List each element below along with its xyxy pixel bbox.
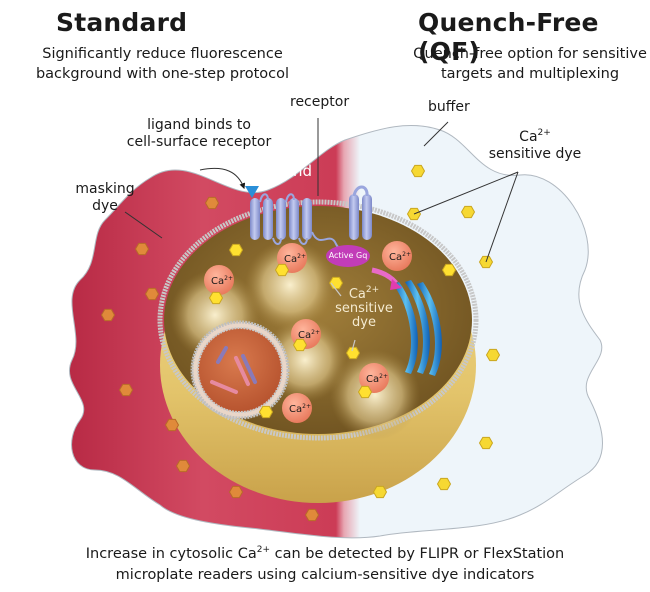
masking-dye-line2: dye bbox=[92, 198, 118, 214]
calcium-ion-icon bbox=[382, 241, 412, 271]
calcium-ion-icon bbox=[204, 265, 234, 295]
masking-dye-line1: masking bbox=[75, 181, 135, 197]
ca-dye-pointer-a bbox=[413, 171, 519, 215]
ca-dye-hexagon-icon bbox=[274, 263, 290, 277]
ligand-pointer bbox=[199, 167, 246, 190]
ligand-icon bbox=[245, 186, 259, 198]
ca-dye-hexagon-icon bbox=[460, 205, 476, 219]
ca-dye-hexagon-icon bbox=[372, 485, 388, 499]
quench-free-title: Quench-Free (QF) bbox=[418, 8, 599, 66]
ca-dye-pointer-b bbox=[485, 171, 519, 263]
buffer-pointer bbox=[423, 121, 449, 147]
ca-dye-hexagon-icon bbox=[258, 405, 274, 419]
masking-dye-hexagon-icon bbox=[164, 418, 180, 432]
ca-dye-hexagon-icon bbox=[357, 385, 373, 399]
active-gq bbox=[326, 245, 370, 267]
ca-sensitive-dye-inner-label: Ca2+ sensitive dye bbox=[332, 285, 396, 330]
dye-molecules bbox=[100, 164, 501, 522]
standard-subtitle-line1: Significantly reduce fluorescence bbox=[42, 46, 283, 62]
ca-dye-hexagon-icon bbox=[436, 477, 452, 491]
ca-sensitive-dye-inner-line2: sensitive bbox=[335, 301, 393, 316]
inner-dye-pointer-b bbox=[351, 339, 356, 352]
masking-dye-hexagon-icon bbox=[118, 383, 134, 397]
masking-dye-pointer bbox=[124, 211, 163, 239]
ca-dye-hexagon-icon bbox=[410, 164, 426, 178]
ca-sensitive-dye-inner-line1: Ca2+ bbox=[348, 285, 380, 302]
quench-free-subtitle: Quench-free option for sensitive targets… bbox=[410, 44, 650, 84]
quench-free-subtitle-line1: Quench-free option for sensitive bbox=[413, 46, 647, 62]
caption-line2: microplate readers using calcium-sensiti… bbox=[115, 567, 535, 583]
ca-sensitive-dye-outer-line2: sensitive dye bbox=[488, 146, 582, 162]
masking-dye-hexagon-icon bbox=[304, 508, 320, 522]
active-gq-label: Active Gq bbox=[328, 251, 368, 260]
endoplasmic-reticulum bbox=[393, 280, 442, 376]
inner-dye-pointer-a bbox=[330, 282, 342, 297]
cell-membrane bbox=[157, 199, 479, 441]
ca-dye-hexagon-icon bbox=[208, 291, 224, 305]
receptor-7tm-icon bbox=[250, 193, 351, 251]
caption-line1: Increase in cytosolic Ca2+ can be detect… bbox=[85, 545, 565, 563]
masking-dye-hexagon-icon bbox=[175, 459, 191, 473]
masking-dye-label: masking dye bbox=[70, 181, 140, 215]
calcium-ion-icon bbox=[282, 393, 312, 423]
ca-sensitive-dye-outer-label: Ca2+ sensitive dye bbox=[480, 129, 590, 163]
masking-dye-hexagon-icon bbox=[204, 196, 220, 210]
standard-subtitle-line2: background with one-step protocol bbox=[35, 66, 290, 82]
ca-dye-hexagon-icon bbox=[345, 346, 361, 360]
ca-dye-hexagon-icon bbox=[441, 263, 457, 277]
ligand-label: ligand bbox=[266, 162, 313, 180]
ca-dye-hexagon-icon bbox=[292, 338, 308, 352]
buffer-label: buffer bbox=[428, 99, 470, 115]
masking-dye-hexagon-icon bbox=[144, 287, 160, 301]
quench-free-subtitle-line2: targets and multiplexing bbox=[440, 66, 620, 82]
ligand-binds-label: ligand binds to cell-surface receptor bbox=[124, 117, 274, 151]
ca-dye-hexagon-icon bbox=[478, 436, 494, 450]
masking-dye-hexagon-icon bbox=[100, 308, 116, 322]
standard-subtitle: Significantly reduce fluorescence backgr… bbox=[0, 44, 325, 84]
nucleus bbox=[190, 320, 290, 420]
ca-sensitive-dye-outer-line1: Ca2+ bbox=[519, 128, 551, 146]
calcium-ion-icon bbox=[359, 363, 389, 393]
ligand-binds-line2: cell-surface receptor bbox=[126, 134, 272, 150]
standard-title: Standard bbox=[56, 8, 188, 37]
receptor-gq-coupled-icon bbox=[349, 185, 372, 240]
ca-dye-hexagon-icon bbox=[485, 348, 501, 362]
ligand-binds-line1: ligand binds to bbox=[147, 117, 251, 133]
masking-dye-hexagon-icon bbox=[134, 242, 150, 256]
receptor-label: receptor bbox=[290, 94, 350, 110]
ca-sensitive-dye-inner-line3: dye bbox=[352, 315, 376, 330]
ca-dye-hexagon-icon bbox=[228, 243, 244, 257]
dna-icon bbox=[210, 346, 257, 394]
masking-dye-hexagon-icon bbox=[228, 485, 244, 499]
caption: Increase in cytosolic Ca2+ can be detect… bbox=[0, 544, 650, 586]
